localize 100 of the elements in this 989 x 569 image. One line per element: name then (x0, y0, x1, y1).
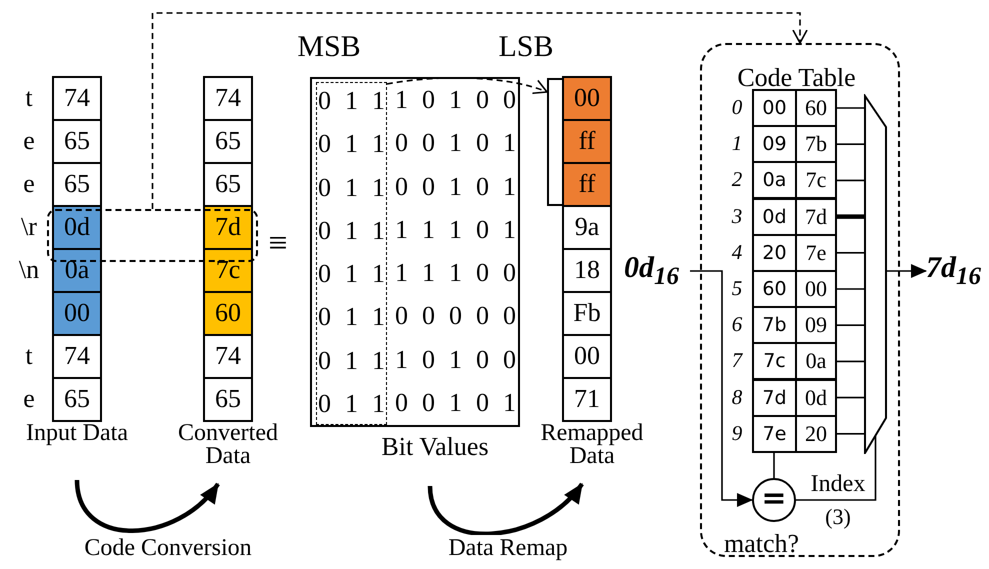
table-cell-text: 7b (761, 313, 788, 338)
data-cell: 71 (562, 377, 612, 422)
index-value: (3) (824, 503, 852, 531)
table-title: Code Table (736, 64, 857, 92)
table-cell-text: 7c (762, 349, 787, 374)
column-label: Input Data (25, 422, 129, 445)
table-cell-text: 09 (761, 132, 788, 158)
curved-arrow (428, 482, 584, 536)
data-cell: ff (562, 162, 612, 207)
bit-row-text: 0 1 1 (318, 172, 385, 204)
character-label: \n (18, 254, 40, 286)
bit-row-text: 0 1 1 (318, 214, 385, 247)
bracket (547, 78, 562, 206)
connector-line (837, 143, 864, 145)
data-cell: ff (562, 119, 612, 164)
character-label: e (22, 125, 36, 157)
data-cell: 65 (52, 119, 102, 164)
table-row (752, 270, 837, 308)
curved-arrow (74, 480, 220, 533)
bit-row-text: 1 0 1 0 0 (395, 344, 516, 376)
table-cell-text: 0d (761, 204, 788, 230)
table-row (752, 125, 837, 164)
table-row (752, 198, 837, 236)
data-cell: 74 (203, 334, 253, 379)
data-cell: 65 (52, 162, 102, 207)
row-index: 2 (730, 166, 744, 194)
table-row (752, 161, 837, 200)
bit-order-label: LSB (497, 30, 555, 64)
character-label: \r (20, 211, 38, 243)
connector-line (837, 360, 864, 362)
row-index: 1 (730, 130, 744, 158)
row-index: 6 (730, 311, 744, 338)
table-cell-text: 60 (761, 277, 788, 302)
data-cell: 65 (203, 377, 253, 422)
grid-label: Bit Values (380, 435, 490, 458)
table-row (752, 234, 837, 272)
bit-row-text: 0 1 1 (318, 128, 385, 160)
bit-row-text: 1 1 1 0 1 (395, 214, 516, 246)
connector-line (837, 433, 864, 435)
data-cell: 0d (52, 205, 102, 250)
bit-order-label: MSB (296, 30, 362, 64)
character-label: t (24, 340, 34, 372)
data-cell: 00 (562, 76, 612, 121)
table-row (752, 414, 837, 453)
row-index: 5 (730, 275, 744, 302)
equivalence-sign: ≡ (267, 224, 289, 264)
bit-row-text: 0 0 0 0 0 (395, 300, 516, 332)
row-index: 9 (730, 420, 744, 447)
table-row (752, 342, 837, 380)
bit-row-text: 0 0 1 0 1 (395, 386, 516, 419)
data-cell: 18 (562, 248, 612, 293)
table-cell-text: 0a (762, 168, 788, 194)
bit-row-text: 0 1 1 (318, 388, 385, 420)
bit-row-text: 1 0 1 0 0 (395, 84, 516, 116)
row-index: 0 (730, 94, 744, 121)
data-cell: 74 (52, 76, 102, 121)
data-cell: 65 (203, 162, 253, 207)
arrow (887, 264, 927, 278)
character-label: e (22, 168, 36, 200)
data-cell: 00 (52, 291, 102, 336)
connector-line (837, 288, 864, 290)
dashed-arrow (152, 12, 808, 209)
dashed-group-box (700, 43, 900, 557)
data-cell: 00 (562, 334, 612, 379)
comparator-label: match? (724, 528, 800, 560)
bit-row-text: 0 0 1 0 1 (395, 127, 516, 160)
data-cell: 9a (562, 205, 612, 250)
bit-row-text: 0 1 1 (318, 301, 385, 334)
table-cell: 20 (795, 416, 835, 451)
value-label: 0d$_{16}$ (624, 250, 690, 292)
connector-line (837, 180, 864, 182)
connector-line (837, 214, 864, 219)
bit-row-text: 0 1 1 (318, 258, 385, 290)
row-index: 4 (730, 238, 744, 266)
bit-row-text: 1 1 1 0 0 (395, 257, 516, 289)
dashed-box (316, 82, 387, 425)
row-index: 3 (730, 202, 744, 230)
table-row (752, 306, 837, 344)
table-row (752, 89, 837, 127)
table-cell-text: 7e (762, 422, 788, 447)
column-label: Converted Data (177, 422, 279, 468)
character-label: t (24, 82, 34, 114)
character-label: e (22, 383, 36, 415)
table-cell-text: 7d (761, 386, 788, 411)
connector-line (837, 324, 864, 326)
data-cell: 65 (203, 119, 253, 164)
connector-line (773, 451, 775, 478)
data-cell: 74 (52, 334, 102, 379)
bit-row-text: 0 0 1 0 1 (395, 170, 516, 202)
comparator-circle: = (752, 478, 796, 522)
data-cell: Fb (562, 291, 612, 336)
dashed-arrow (386, 77, 548, 95)
arrow (690, 270, 753, 507)
dashed-selection-box (47, 209, 258, 262)
connector-line (837, 107, 864, 109)
data-cell: 74 (203, 76, 253, 121)
column-label: Remapped Data (540, 422, 644, 468)
connector-line (796, 436, 876, 501)
bit-row-text: 0 1 1 (318, 85, 385, 117)
multiplexer (864, 94, 887, 454)
